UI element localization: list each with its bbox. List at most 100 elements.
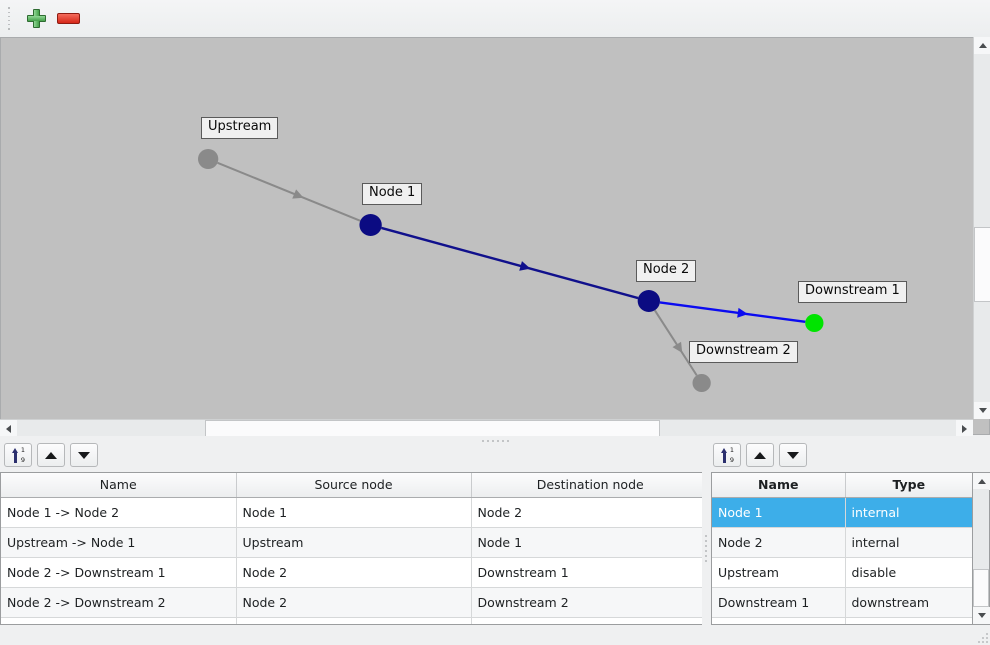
toolbar-drag-handle[interactable]	[4, 7, 14, 30]
graph-edge[interactable]	[653, 309, 698, 376]
scroll-up-button[interactable]	[974, 37, 990, 54]
graph-node-label-downstream2[interactable]: Downstream 2	[689, 341, 798, 363]
main-toolbar	[0, 0, 990, 38]
nodes-table-cell[interactable]: disable	[845, 557, 972, 588]
nodes-table-empty-cell	[845, 617, 972, 624]
graph-edge-arrow	[737, 307, 748, 318]
edges-move-up-button[interactable]	[37, 443, 65, 467]
nodes-scroll-thumb[interactable]	[973, 569, 989, 607]
graph-edge-arrow	[672, 341, 683, 353]
graph-node-label-node2[interactable]: Node 2	[636, 260, 697, 282]
nodes-table-cell[interactable]: Upstream	[712, 557, 846, 588]
edges-table-column-header[interactable]: Destination node	[471, 473, 709, 498]
edges-table-empty-cell	[236, 617, 472, 624]
edges-table-empty-cell	[471, 617, 709, 624]
graph-edge[interactable]	[217, 161, 361, 222]
graph-edge[interactable]	[659, 301, 806, 323]
nodes-table-column-header[interactable]: Type	[845, 473, 972, 498]
nodes-table-scrollbar[interactable]	[973, 472, 990, 625]
remove-button[interactable]	[52, 3, 84, 35]
graph-edge[interactable]	[381, 226, 639, 300]
edges-table-cell[interactable]: Downstream 1	[471, 557, 709, 588]
graph-node-label-upstream[interactable]: Upstream	[201, 117, 279, 139]
horizontal-splitter[interactable]	[0, 436, 990, 446]
graph-node-upstream[interactable]	[197, 149, 219, 169]
edges-table-column-header[interactable]: Source node	[236, 473, 472, 498]
canvas-vertical-scrollbar[interactable]	[973, 37, 990, 419]
graph-node-downstream1[interactable]	[805, 314, 824, 332]
graph-node-node1[interactable]	[359, 214, 382, 236]
graph-node-label-node1[interactable]: Node 1	[362, 183, 423, 205]
graph-node-node2[interactable]	[637, 290, 661, 312]
edges-table-cell[interactable]: Node 1	[236, 497, 472, 528]
canvas-horizontal-scrollbar[interactable]	[0, 419, 973, 437]
add-button[interactable]	[20, 3, 52, 35]
edges-table-column-header[interactable]: Name	[1, 473, 237, 498]
arrow-up-icon	[754, 451, 766, 459]
minus-icon	[56, 13, 80, 24]
nodes-table-cell[interactable]: Node 1	[712, 497, 846, 528]
edges-table-cell[interactable]: Node 2 -> Downstream 1	[1, 557, 237, 588]
scroll-up-arrow-icon	[978, 43, 987, 48]
arrow-up-icon	[45, 451, 57, 459]
edges-table-cell[interactable]: Node 2	[471, 497, 709, 528]
edges-table-cell[interactable]: Node 2 -> Downstream 2	[1, 587, 237, 618]
vertical-splitter[interactable]	[702, 472, 710, 625]
edges-table-cell[interactable]: Upstream	[236, 527, 472, 558]
nodes-scroll-down-button[interactable]	[973, 607, 990, 624]
scroll-up-arrow-icon	[977, 479, 986, 484]
edges-table-empty-cell	[1, 617, 237, 624]
edges-table-cell[interactable]: Upstream -> Node 1	[1, 527, 237, 558]
scroll-down-arrow-icon	[978, 408, 987, 413]
nodes-table-empty-row	[712, 617, 972, 624]
arrow-down-icon	[787, 451, 799, 459]
nodes-table-cell[interactable]: Node 2	[712, 527, 846, 558]
graph-node-downstream2[interactable]	[692, 374, 711, 392]
nodes-move-up-button[interactable]	[746, 443, 774, 467]
edges-table-cell[interactable]: Downstream 2	[471, 587, 709, 618]
edges-table-cell[interactable]: Node 1 -> Node 2	[1, 497, 237, 528]
nodes-table-cell[interactable]: downstream	[845, 587, 972, 618]
scroll-down-button[interactable]	[974, 402, 990, 419]
scroll-right-button[interactable]	[956, 420, 973, 437]
nodes-table-cell[interactable]: internal	[845, 527, 972, 558]
nodes-move-down-button[interactable]	[779, 443, 807, 467]
window-resize-grip[interactable]	[976, 631, 988, 643]
status-bar	[0, 625, 990, 645]
graph-drawing[interactable]	[1, 38, 989, 434]
edges-table-cell[interactable]: Node 2	[236, 587, 472, 618]
scroll-left-arrow-icon	[6, 424, 11, 433]
plus-icon	[26, 9, 46, 28]
horizontal-scroll-thumb[interactable]	[205, 420, 660, 437]
nodes-scroll-up-button[interactable]	[973, 473, 990, 490]
graph-node-label-downstream1[interactable]: Downstream 1	[798, 281, 907, 303]
nodes-table-cell[interactable]: Downstream 1	[712, 587, 846, 618]
vertical-scroll-thumb[interactable]	[974, 227, 990, 302]
edges-table-cell[interactable]: Node 2	[236, 557, 472, 588]
scroll-left-button[interactable]	[0, 420, 17, 437]
edges-move-down-button[interactable]	[70, 443, 98, 467]
edges-table-cell[interactable]: Node 1	[471, 527, 709, 558]
nodes-table-cell[interactable]: internal	[845, 497, 972, 528]
nodes-table-column-header[interactable]: Name	[712, 473, 846, 498]
